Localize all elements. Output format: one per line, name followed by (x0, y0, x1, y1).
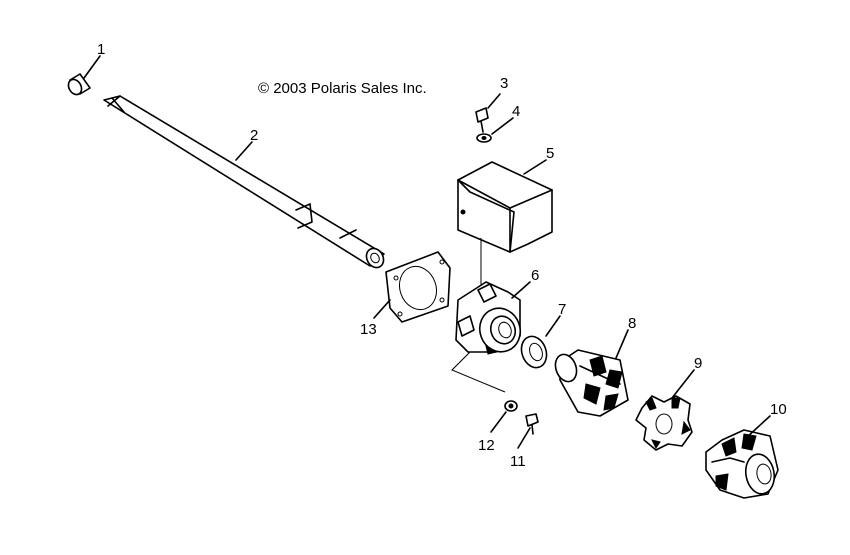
callout-9: 9 (694, 355, 702, 372)
part-4-washer (476, 133, 492, 143)
part-2-shaft (103, 95, 385, 269)
callout-12: 12 (478, 437, 495, 454)
part-6-housing (455, 281, 522, 355)
callout-6: 6 (531, 267, 539, 284)
part-10-output-coupler (705, 429, 779, 499)
callout-2: 2 (250, 127, 258, 144)
part-11-screw (525, 413, 539, 435)
part-12-nut (504, 400, 518, 412)
callout-13: 13 (360, 321, 377, 338)
part-7-seal (520, 335, 548, 369)
callout-8: 8 (628, 315, 636, 332)
part-3-bolt (475, 107, 489, 133)
callout-5: 5 (546, 145, 554, 162)
callout-4: 4 (512, 103, 520, 120)
callout-10: 10 (770, 401, 787, 418)
callout-1: 1 (97, 41, 105, 58)
assembly-line-hardware (451, 351, 506, 393)
part-9-spider (635, 395, 693, 451)
copyright-text: © 2003 Polaris Sales Inc. (258, 80, 427, 97)
callout-11: 11 (510, 453, 526, 470)
callout-3: 3 (500, 75, 508, 92)
part-13-gasket (385, 251, 451, 323)
callout-7: 7 (558, 301, 566, 318)
callout-leaders (83, 55, 771, 449)
part-8-coupler (554, 349, 629, 417)
part-1-bushing (67, 73, 91, 96)
part-5-shield (457, 161, 553, 253)
